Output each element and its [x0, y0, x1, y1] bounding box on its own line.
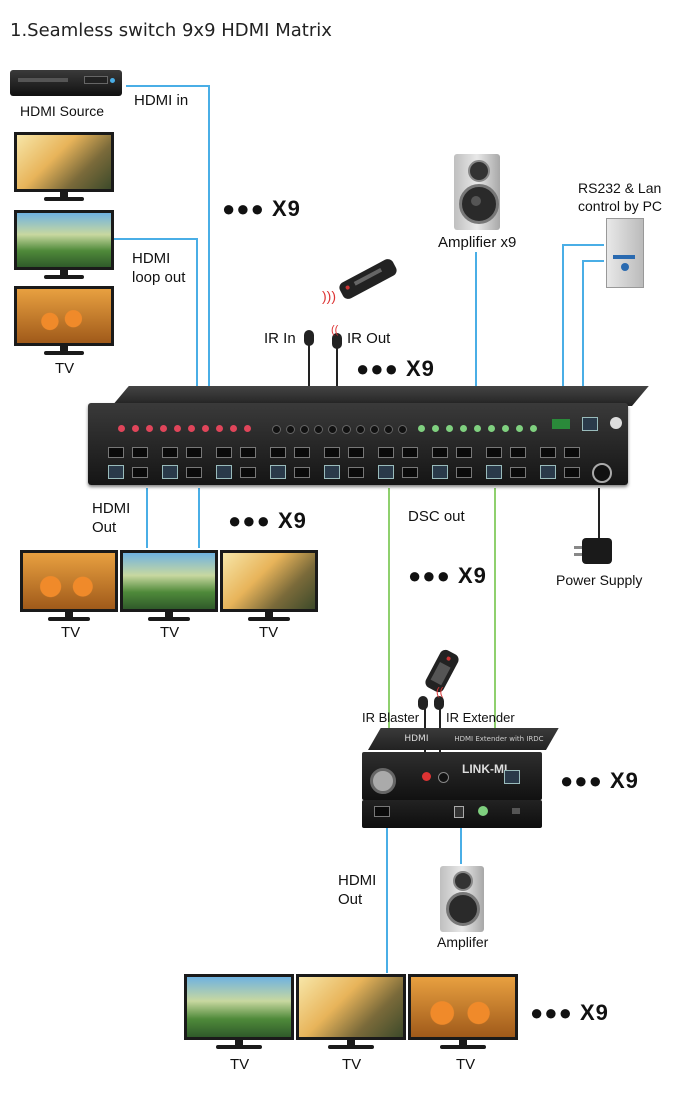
rs232-wire [562, 244, 604, 246]
ir-blaster-icon [418, 696, 428, 710]
ir-out-cable [336, 348, 338, 410]
receiver-back-panel [362, 800, 542, 828]
tv-out-3 [220, 550, 318, 624]
ir-out-label: IR Out [347, 330, 391, 347]
power-adapter-icon [574, 538, 612, 564]
amplifier-label: Amplifer [437, 934, 489, 950]
receiver-brand: LINK-MI [462, 762, 508, 776]
tv-label-bottom-1: TV [230, 1056, 250, 1073]
ir-in-label: IR In [264, 330, 296, 347]
lan-wire [582, 260, 604, 262]
power-cable [598, 488, 600, 543]
hdmi-out-bottom-label: HDMI Out [338, 872, 377, 908]
receiver-model: HDMI Extender with IRDC [454, 735, 544, 743]
hdmi-matrix-device [88, 403, 628, 485]
amplifier-speaker-icon [454, 154, 500, 230]
loop-out-wire [114, 238, 198, 240]
ir-extender-label: IR Extender [446, 710, 515, 725]
audio-out-wire [475, 252, 477, 402]
multiplier-hdmi-out: ●●● X9 [228, 508, 307, 533]
tv-label-left: TV [55, 360, 75, 377]
page-title: 1.Seamless switch 9x9 HDMI Matrix [10, 20, 332, 41]
ir-in-cable [308, 345, 310, 410]
multiplier-receiver: ●●● X9 [560, 768, 639, 793]
tv-loop-2 [14, 210, 114, 282]
multiplier-dsc: ●●● X9 [408, 563, 487, 588]
tv-out-1 [20, 550, 118, 624]
receiver-device: LINK-MI [362, 752, 542, 800]
tv-label-out-1: TV [61, 624, 81, 641]
hdmi-out-wire-1 [146, 488, 148, 548]
tv-out-2 [120, 550, 218, 624]
power-supply-label: Power Supply [556, 572, 643, 588]
receiver-hdmi-out-wire [386, 828, 388, 973]
lan-wire-vertical [582, 260, 584, 406]
ir-signal-icon: ))) [322, 288, 336, 304]
tv-bottom-1 [184, 974, 294, 1054]
tv-label-out-3: TV [259, 624, 279, 641]
rs232-lan-label: RS232 & Lan control by PC [578, 180, 663, 214]
ir-blaster-label: IR Blaster [362, 710, 420, 725]
multiplier-ir: ●●● X9 [356, 356, 435, 381]
ir-extender-signal-icon: (( [436, 686, 444, 698]
multiplier-bottom: ●●● X9 [530, 1000, 609, 1025]
dsc-out-wire-1 [388, 488, 390, 728]
tv-label-out-2: TV [160, 624, 180, 641]
pc-tower-icon [606, 218, 644, 288]
tv-loop-1 [14, 132, 114, 204]
hdmi-source-device [10, 66, 122, 100]
hdmi-in-wire-vertical [208, 85, 210, 395]
receiver-top-panel: HDMI HDMI Extender with IRDC [368, 728, 559, 750]
tv-loop-3 [14, 286, 114, 358]
dsc-out-label: DSC out [408, 508, 465, 525]
hdmi-in-wire [126, 85, 210, 87]
amplifier-speaker-icon-2 [440, 866, 484, 932]
hdmi-source-label: HDMI Source [20, 103, 105, 119]
hdmi-loop-out-label: HDMI loop out [132, 250, 186, 286]
ir-receiver-icon [304, 330, 314, 346]
amplifier-x9-label: Amplifier x9 [438, 234, 517, 251]
multiplier-hdmi-in: ●●● X9 [222, 196, 301, 221]
tv-bottom-3 [408, 974, 518, 1054]
ir-extender-icon [434, 696, 444, 710]
receiver-logo: HDMI [404, 734, 429, 744]
hdmi-out-wire-2 [198, 488, 200, 548]
remote-control-icon [337, 256, 399, 302]
ir-emitter-icon [332, 333, 342, 349]
tv-label-bottom-3: TV [456, 1056, 476, 1073]
rs232-wire-vertical [562, 244, 564, 404]
receiver-audio-wire [460, 828, 462, 864]
tv-bottom-2 [296, 974, 406, 1054]
dsc-out-wire-2 [494, 488, 496, 728]
loop-out-wire-vertical [196, 238, 198, 395]
ir-emitter-signal-icon: (( [331, 324, 339, 336]
hdmi-out-top-label: HDMI Out [92, 500, 131, 536]
tv-label-bottom-2: TV [342, 1056, 362, 1073]
hdmi-in-label: HDMI in [134, 92, 189, 109]
